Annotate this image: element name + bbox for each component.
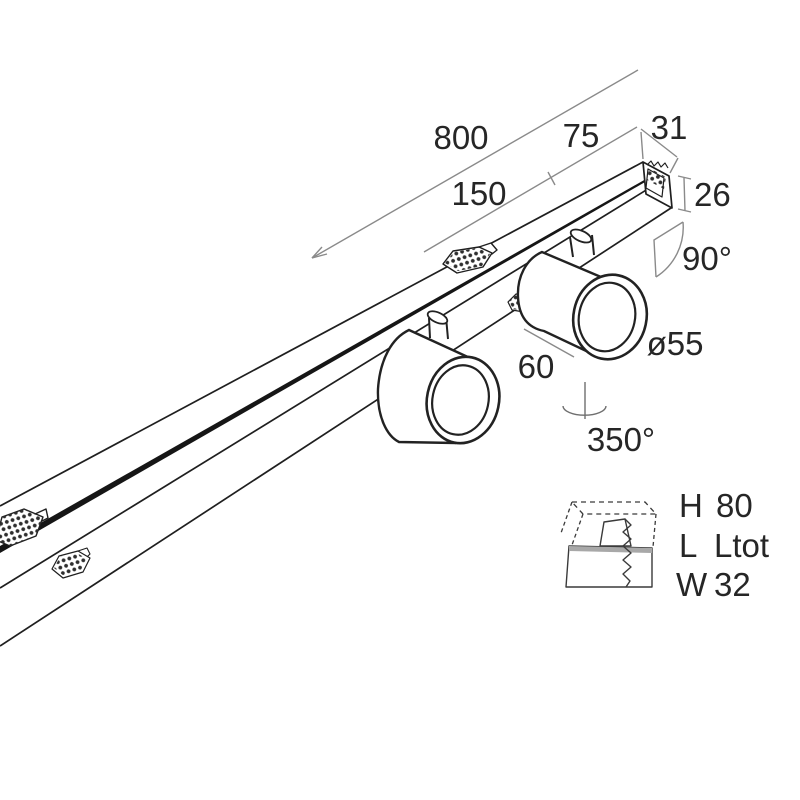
dimension-lines (311, 69, 692, 419)
dim-arrow-icon (311, 246, 328, 259)
legend-key-w: W (676, 566, 708, 603)
spotlight-rim-inner (431, 364, 490, 436)
dim-tick (547, 171, 556, 186)
dim-line-26 (677, 175, 692, 213)
connector-knurl (0, 509, 43, 546)
label-spot-spacing: 150 (451, 175, 506, 212)
dim-line-150-75 (423, 126, 638, 253)
rotation-350-arc-icon (562, 405, 607, 416)
legend-value-w: 32 (714, 566, 751, 603)
connector-knurl (445, 248, 490, 271)
spotlight-rim-inner (577, 281, 637, 353)
spotlight-stem-sides (569, 234, 595, 258)
icon-ceiling-band (569, 546, 652, 553)
label-track-width: 31 (651, 109, 688, 146)
legend-key-h: H (679, 487, 703, 524)
icon-break-zigzag (622, 518, 632, 588)
legend-value-l: Ltot (714, 527, 769, 564)
spotlight-right (516, 228, 649, 361)
dim-extension-lines (640, 131, 679, 174)
spotlight-stem-cap (569, 228, 593, 244)
connector-knurl (54, 553, 87, 576)
label-track-length: 800 (433, 119, 488, 156)
icon-dashed-edges (560, 501, 657, 548)
dim-line-31 (640, 128, 678, 158)
track-top-back-edge (0, 161, 644, 507)
label-spot-body-length: 60 (518, 348, 555, 385)
icon-protrusion (599, 518, 632, 547)
icon-dashed-top (571, 501, 657, 515)
dim-line-800 (311, 69, 639, 259)
spotlight-left (376, 310, 501, 445)
legend: H 80 L Ltot W 32 (676, 487, 769, 603)
legend-value-h: 80 (716, 487, 753, 524)
legend-key-l: L (679, 527, 697, 564)
track-slot (0, 179, 646, 553)
track-connectors (0, 242, 535, 579)
track-top-front-edge (0, 175, 670, 589)
label-rotation-angle: 350° (587, 421, 655, 458)
tilt-90-arc-icon (655, 221, 684, 278)
tilt-90-icon (653, 221, 684, 278)
label-track-height: 26 (694, 176, 731, 213)
dim-line-60 (523, 328, 575, 358)
track-end-serration (646, 160, 669, 169)
label-spot-diameter: ø55 (647, 325, 704, 362)
recessed-mounting-icon (560, 501, 657, 588)
label-tilt-angle: 90° (682, 240, 732, 277)
dimension-labels: 800 75 31 150 26 90° ø55 60 350° (433, 109, 731, 458)
track-end-knurl (647, 168, 666, 189)
label-end-segment: 75 (563, 117, 600, 154)
spotlight-stem-cap (426, 310, 449, 325)
